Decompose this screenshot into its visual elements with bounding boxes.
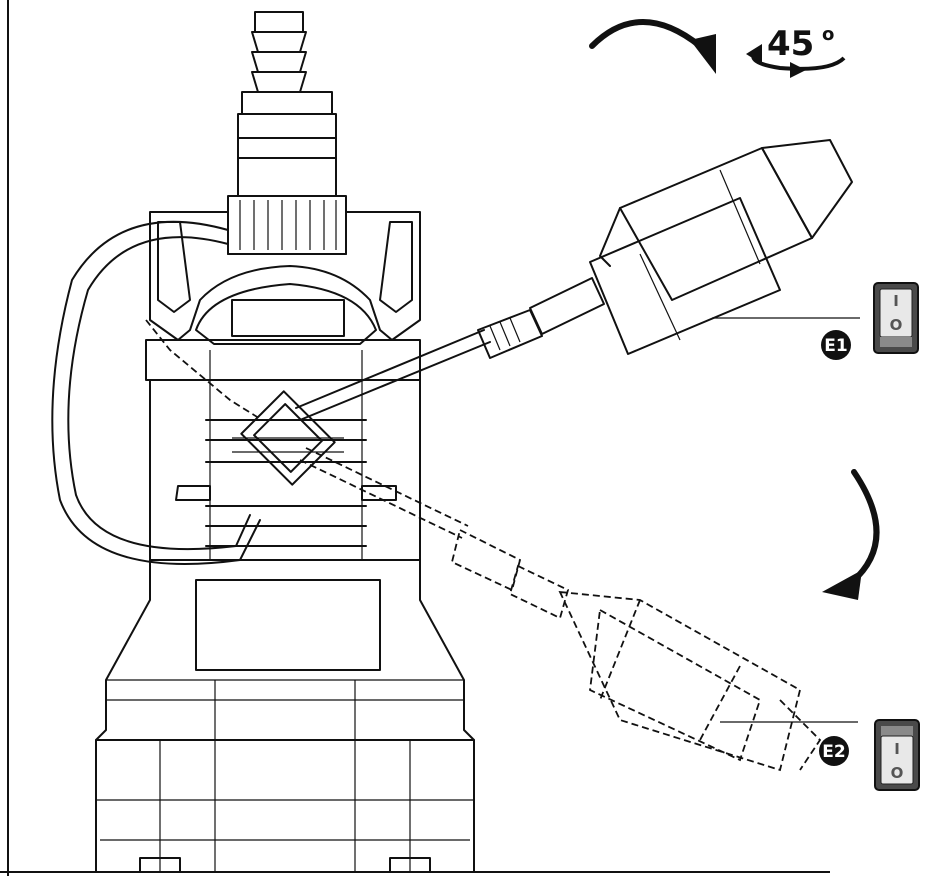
rotate-arrow-top bbox=[589, 19, 703, 49]
pump-body bbox=[95, 11, 475, 873]
threaded-nut bbox=[227, 195, 347, 255]
cable-clip bbox=[232, 390, 344, 486]
side-lug-right bbox=[361, 485, 397, 501]
rotation-degree-sign: o bbox=[822, 24, 834, 45]
label-e1: E1 bbox=[824, 336, 847, 356]
pump-base bbox=[95, 559, 475, 873]
switch-e2: I O bbox=[874, 719, 920, 791]
badge-e2 bbox=[819, 736, 849, 766]
rotate-arrowhead-top bbox=[690, 34, 716, 74]
float-switch-e1 bbox=[295, 139, 853, 421]
down-arrow-icon bbox=[849, 469, 880, 585]
switch-e1-off-mark: O bbox=[890, 316, 903, 334]
side-lug-left bbox=[175, 485, 211, 501]
float-switch-e2 bbox=[299, 447, 822, 772]
motor-housing bbox=[149, 379, 421, 561]
switch-e1-on-mark: I bbox=[893, 292, 899, 310]
badge-e1 bbox=[821, 330, 851, 360]
rotation-indicator: 45 o bbox=[589, 19, 846, 78]
pump-handle bbox=[149, 211, 421, 345]
position-e1-callout: E1 I O bbox=[712, 282, 919, 360]
power-cable bbox=[51, 220, 261, 565]
lowering-arrow bbox=[822, 469, 880, 600]
rotation-angle: 45 bbox=[767, 24, 814, 64]
switch-e2-on-mark: I bbox=[894, 740, 900, 758]
switch-e2-off-mark: O bbox=[891, 764, 904, 782]
label-e2: E2 bbox=[822, 742, 845, 762]
switch-e1: I O bbox=[873, 282, 919, 354]
position-e2-callout: E2 I O bbox=[720, 719, 920, 791]
hose-outlet bbox=[237, 11, 337, 197]
body-rings bbox=[205, 350, 367, 560]
hidden-cable-path bbox=[145, 319, 263, 421]
power-cable-inner bbox=[67, 236, 251, 551]
